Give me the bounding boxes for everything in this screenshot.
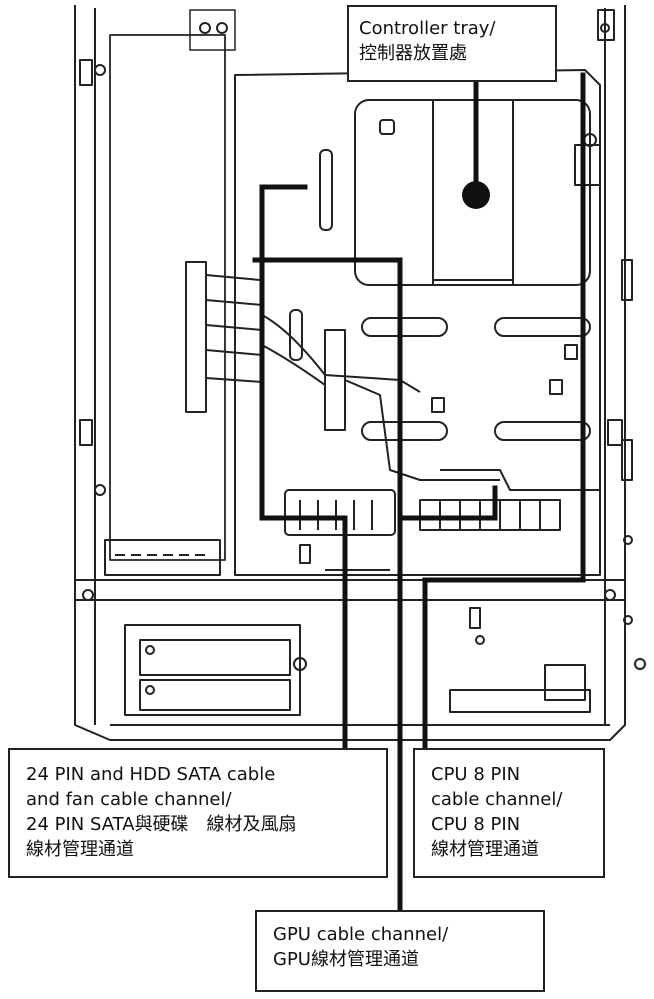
cpu-label-line-1: CPU 8 PIN [431, 764, 521, 785]
hdd-cage [82, 589, 646, 716]
cpu-label-line-4: 線材管理通道 [431, 839, 539, 860]
controller-tray-label: Controller tray/ 控制器放置處 [347, 5, 557, 82]
cpu-label-line-3: CPU 8 PIN [431, 814, 521, 835]
gpu-label-line-2: GPU線材管理通道 [273, 949, 419, 970]
chassis-outline [74, 5, 626, 741]
sata-label-line-2: and fan cable channel/ [26, 789, 232, 810]
grommet-row [284, 489, 561, 571]
gpu-label-line-1: GPU cable channel/ [273, 924, 449, 945]
cpu-label-line-2: cable channel/ [431, 789, 563, 810]
cpu-channel-label: CPU 8 PIN cable channel/ CPU 8 PIN 線材管理通… [413, 748, 605, 878]
sata-label-line-1: 24 PIN and HDD SATA cable [26, 764, 276, 785]
controller-tray-marker [462, 181, 490, 209]
controller-tray-label-line-2: 控制器放置處 [359, 43, 467, 64]
gpu-channel-label: GPU cable channel/ GPU線材管理通道 [255, 910, 545, 992]
controller-tray-label-line-1: Controller tray/ [359, 18, 496, 39]
sata-fan-channel-label: 24 PIN and HDD SATA cable and fan cable … [8, 748, 388, 878]
grommet-route-line [397, 485, 498, 521]
gpu-route-line [252, 257, 403, 915]
pcie-bracket-area [79, 9, 236, 576]
cable-bundle [185, 261, 600, 491]
right-panel-details [597, 9, 633, 625]
cpu-route-line [422, 72, 586, 751]
sata-label-line-4: 線材管理通道 [26, 839, 134, 860]
sata-label-line-3: 24 PIN SATA與硬碟 線材及風扇 [26, 814, 297, 835]
sata-fan-route-line [259, 184, 348, 753]
